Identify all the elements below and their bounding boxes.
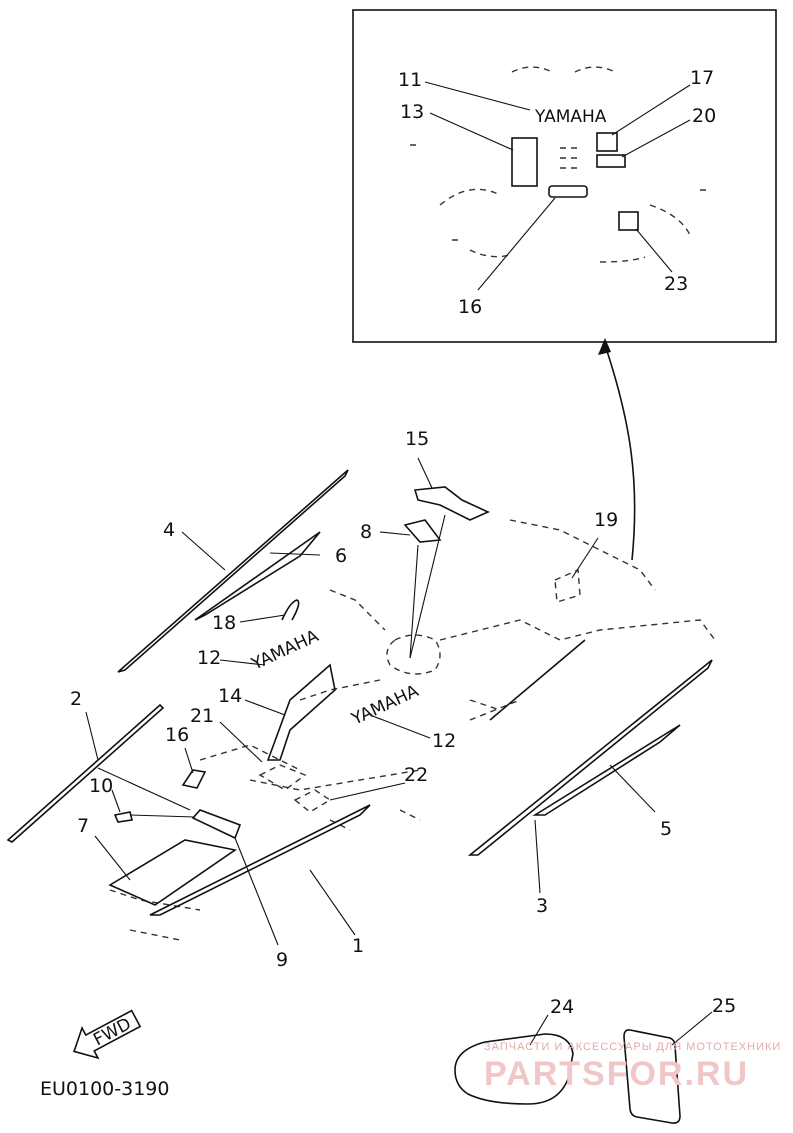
part-16 xyxy=(181,769,207,789)
part-5-strip xyxy=(467,659,713,856)
fwd-label: FWD xyxy=(90,1014,134,1050)
callout-17: 16 xyxy=(458,296,482,318)
callout-3: 3 xyxy=(536,895,548,917)
part-6-strip xyxy=(194,531,321,621)
part-13-strip xyxy=(266,663,336,761)
part-19 xyxy=(281,599,300,621)
callout-9: 9 xyxy=(276,949,288,971)
part-3-strip xyxy=(532,724,681,816)
decal-24 xyxy=(618,211,639,231)
yamaha-decal-right: YAMAHA xyxy=(348,681,422,730)
decal-21 xyxy=(596,154,626,168)
watermark-tagline: ЗАПЧАСТИ И АКСЕССУАРЫ ДЛЯ МОТОТЕХНИКИ xyxy=(484,1041,781,1053)
fwd-arrow: FWD xyxy=(73,1009,142,1060)
callout-10: 10 xyxy=(89,775,113,797)
main-view: YAMAHA YAMAHA xyxy=(6,428,716,971)
inset-frame xyxy=(352,9,777,343)
decal-17 xyxy=(548,185,588,198)
callout-8: 8 xyxy=(360,521,372,543)
callout-14: 13 xyxy=(400,101,424,123)
yamaha-logo-inset: YAMAHA xyxy=(534,107,607,127)
decal-18 xyxy=(596,132,618,152)
part-4-strip xyxy=(117,469,349,673)
callout-7: 7 xyxy=(77,815,89,837)
part-22 xyxy=(258,764,307,791)
callout-25: 24 xyxy=(550,996,574,1018)
callout-4: 4 xyxy=(163,519,175,541)
yamaha-decal-left: YAMAHA xyxy=(248,626,322,675)
callout-26: 25 xyxy=(712,995,736,1017)
part-23 xyxy=(293,789,332,813)
callout-22: 21 xyxy=(190,705,214,727)
callout-16: 16 xyxy=(165,724,189,746)
callout-18: 17 xyxy=(690,67,714,89)
part-10 xyxy=(113,811,133,823)
callout-11: 11 xyxy=(398,69,422,91)
part-2-strip xyxy=(6,703,165,843)
callout-12-right: 12 xyxy=(432,730,456,752)
callout-24: 23 xyxy=(664,273,688,295)
callout-20: 19 xyxy=(594,509,618,531)
view-arrow xyxy=(604,344,636,561)
diagram-code: EU0100-3190 xyxy=(40,1078,169,1100)
callout-12-left: 12 xyxy=(197,647,221,669)
part-25 xyxy=(454,1033,574,1105)
part-8 xyxy=(403,519,442,543)
part-20 xyxy=(554,568,581,603)
part-9 xyxy=(191,809,242,840)
part-7 xyxy=(108,839,238,906)
part-15 xyxy=(413,486,490,521)
callout-23: 22 xyxy=(404,764,428,786)
callout-5: 5 xyxy=(660,818,672,840)
callout-2: 2 xyxy=(70,688,82,710)
watermark-brand: PARTSFOR.RU xyxy=(484,1055,749,1093)
callout-21: 20 xyxy=(692,105,716,127)
callout-6: 6 xyxy=(335,545,347,567)
part-1-strip xyxy=(149,804,371,916)
callout-1: 1 xyxy=(352,935,364,957)
callout-19: 18 xyxy=(212,612,236,634)
callout-15: 15 xyxy=(405,428,429,450)
callout-13: 14 xyxy=(218,685,242,707)
decal-14 xyxy=(511,137,538,187)
inset-view: YAMAHA 11 13 17 20 16 23 xyxy=(352,9,777,343)
